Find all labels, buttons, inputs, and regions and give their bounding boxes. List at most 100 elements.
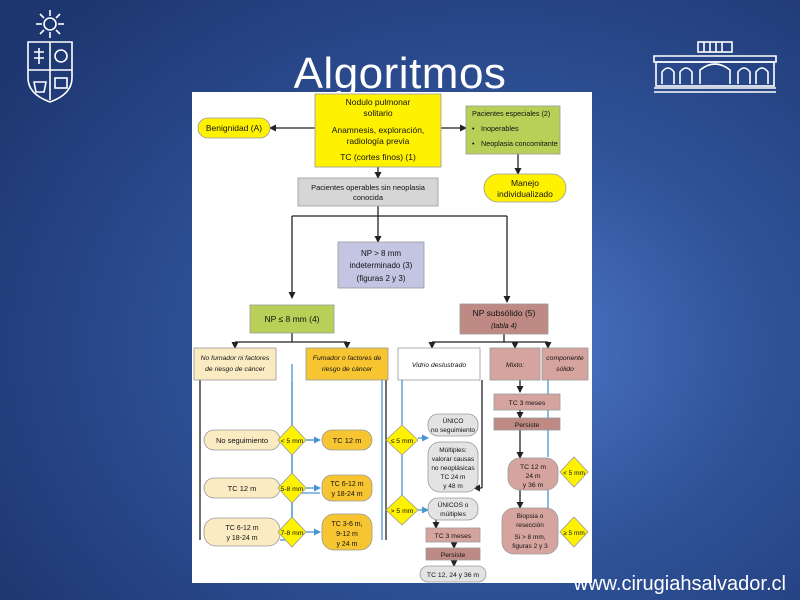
- svg-text:TC 3 meses: TC 3 meses: [509, 400, 546, 407]
- footer-url: www.cirugiahsalvador.cl: [573, 573, 786, 595]
- svg-text:No fumador ni factores: No fumador ni factores: [201, 355, 270, 362]
- svg-text:TC 3-6 m,: TC 3-6 m,: [331, 521, 362, 528]
- tc12-gold-box: TC 12 m: [321, 429, 373, 451]
- svg-text:Persiste: Persiste: [515, 422, 540, 429]
- svg-text:figuras 2 y 3: figuras 2 y 3: [512, 543, 548, 550]
- svg-text:Neoplasia concomitante: Neoplasia concomitante: [481, 139, 558, 148]
- svg-text:7-8 mm: 7-8 mm: [280, 530, 303, 537]
- svg-text:Pacientes especiales (2): Pacientes especiales (2): [472, 109, 550, 118]
- operable-patients-box: Pacientes operables sin neoplasia conoci…: [297, 177, 439, 207]
- smoker-box: Fumador o factores de riesgo de cáncer: [305, 347, 389, 381]
- tc3-months-box: TC 3 meses: [425, 527, 481, 543]
- svg-text:NP > 8 mm: NP > 8 mm: [361, 249, 401, 258]
- svg-text:de riesgo de cáncer: de riesgo de cáncer: [205, 366, 265, 373]
- svg-text:múltiples: múltiples: [440, 511, 466, 518]
- svg-text:Biopsia o: Biopsia o: [517, 513, 544, 520]
- no-followup-box: No seguimiento: [203, 429, 281, 451]
- svg-text:componente: componente: [546, 355, 584, 362]
- svg-text:No seguimiento: No seguimiento: [216, 436, 268, 445]
- tc6-12-cream-box: TC 6-12 m y 18-24 m: [203, 517, 281, 547]
- nodule-line-5: TC (cortes finos) (1): [340, 152, 416, 162]
- svg-text:no neoplásicas: no neoplásicas: [431, 465, 475, 472]
- svg-text:Mixto:: Mixto:: [506, 362, 524, 369]
- svg-text:valorar causas: valorar causas: [432, 456, 475, 463]
- bullet-2: •: [472, 139, 475, 148]
- diamond-gt5: > 5 mm: [385, 494, 419, 526]
- svg-text:no seguimiento: no seguimiento: [431, 427, 475, 434]
- svg-text:ÚNICO: ÚNICO: [443, 416, 464, 425]
- svg-text:> 5 mm: > 5 mm: [391, 508, 414, 515]
- nodule-line-4: radiología previa: [347, 136, 410, 146]
- svg-text:TC 3 meses: TC 3 meses: [435, 533, 472, 540]
- tc12-cream-box: TC 12 m: [203, 477, 281, 499]
- svg-text:TC 12 m: TC 12 m: [228, 484, 257, 493]
- svg-text:Manejo: Manejo: [511, 178, 539, 188]
- nodule-line-3: Anamnesis, exploración,: [332, 125, 425, 135]
- svg-text:(figuras 2 y 3): (figuras 2 y 3): [357, 274, 406, 283]
- svg-text:y 18-24 m: y 18-24 m: [226, 535, 257, 542]
- svg-text:TC 12 m: TC 12 m: [333, 436, 362, 445]
- np-subsolid-box: NP subsólido (5) (tabla 4): [459, 303, 549, 335]
- diamond-lt5: < 5 mm: [277, 424, 307, 456]
- solid-component-box: componente sólido: [541, 347, 589, 381]
- svg-text:TC 24 m: TC 24 m: [441, 474, 466, 481]
- svg-text:(tabla 4): (tabla 4): [491, 323, 517, 330]
- svg-text:5-8 mm: 5-8 mm: [280, 486, 303, 493]
- svg-text:≥ 5 mm: ≥ 5 mm: [563, 530, 585, 537]
- tc12-24-36-rose-box: TC 12 m 24 m y 36 m: [507, 457, 559, 491]
- individual-management-box: Manejo individualizado: [483, 173, 567, 203]
- persists-box-b: Persiste: [493, 417, 561, 431]
- tc6-12-gold-box: TC 6-12 m y 18-24 m: [321, 474, 373, 502]
- svg-text:conocida: conocida: [353, 193, 384, 202]
- svg-text:y 24 m: y 24 m: [336, 541, 357, 548]
- svg-text:Fumador o factores de: Fumador o factores de: [313, 355, 382, 362]
- diamond-lt5-b: < 5 mm: [559, 456, 589, 488]
- svg-text:Benignidad (A): Benignidad (A): [206, 123, 262, 133]
- svg-text:Si > 8 mm,: Si > 8 mm,: [514, 534, 545, 541]
- nodule-line-1: Nodulo pulmonar: [346, 97, 411, 107]
- bullet-1: •: [472, 124, 475, 133]
- svg-text:sólido: sólido: [556, 366, 574, 373]
- svg-text:TC 6-12 m: TC 6-12 m: [225, 525, 258, 532]
- flowchart-figure: Nodulo pulmonar solitario Anamnesis, exp…: [192, 92, 592, 583]
- diamond-5-8: 5-8 mm: [277, 472, 307, 504]
- svg-text:Vidrio deslustrado: Vidrio deslustrado: [412, 362, 467, 369]
- persists-box: Persiste: [425, 547, 481, 561]
- svg-text:NP subsólido (5): NP subsólido (5): [473, 308, 536, 318]
- nodule-line-2: solitario: [363, 108, 393, 118]
- svg-text:Múltiples:: Múltiples:: [439, 447, 467, 454]
- svg-text:indeterminado (3): indeterminado (3): [350, 261, 413, 270]
- np-gt8-box: NP > 8 mm indeterminado (3) (figuras 2 y…: [337, 241, 425, 289]
- np-small-box: NP ≤ 8 mm (4): [249, 304, 335, 334]
- svg-text:< 5 mm: < 5 mm: [281, 438, 304, 445]
- svg-text:individualizado: individualizado: [497, 189, 553, 199]
- svg-text:y 36 m: y 36 m: [523, 482, 544, 489]
- svg-text:NP ≤ 8 mm (4): NP ≤ 8 mm (4): [264, 314, 319, 324]
- svg-text:y 18-24 m: y 18-24 m: [331, 491, 362, 498]
- ground-glass-box: Vidrio deslustrado: [397, 347, 481, 381]
- unicos-multiples-box: ÚNICOS o múltiples: [427, 497, 479, 521]
- svg-text:9-12 m: 9-12 m: [336, 531, 358, 538]
- nonsmoker-box: No fumador ni factores de riesgo de cánc…: [193, 347, 277, 381]
- slide-title: Algoritmos: [293, 49, 507, 98]
- connectors-black: [199, 124, 552, 567]
- svg-text:TC 12 m: TC 12 m: [520, 464, 546, 471]
- university-crest-icon: [22, 8, 78, 109]
- svg-text:Persiste: Persiste: [441, 552, 466, 559]
- svg-text:riesgo de cáncer: riesgo de cáncer: [322, 366, 373, 373]
- mixed-box: Mixto:: [489, 347, 541, 381]
- svg-text:resección: resección: [516, 522, 544, 529]
- benign-box: Benignidad (A): [197, 117, 271, 139]
- svg-text:≤ 5 mm: ≤ 5 mm: [391, 438, 414, 445]
- diamond-7-8: 7-8 mm: [277, 516, 307, 548]
- svg-text:TC 12, 24 y 36 m: TC 12, 24 y 36 m: [427, 572, 479, 579]
- nodule-box: Nodulo pulmonar solitario Anamnesis, exp…: [314, 93, 442, 168]
- multiples-box: Múltiples: valorar causas no neoplásicas…: [427, 441, 479, 493]
- svg-text:TC 6-12 m: TC 6-12 m: [330, 481, 363, 488]
- diamond-le5: ≤ 5 mm: [385, 424, 419, 456]
- svg-text:Inoperables: Inoperables: [481, 124, 519, 133]
- unico-box: ÚNICO no seguimiento: [427, 413, 479, 437]
- hospital-building-icon: [652, 40, 778, 101]
- svg-text:< 5 mm: < 5 mm: [563, 470, 585, 477]
- svg-text:24 m: 24 m: [525, 473, 540, 480]
